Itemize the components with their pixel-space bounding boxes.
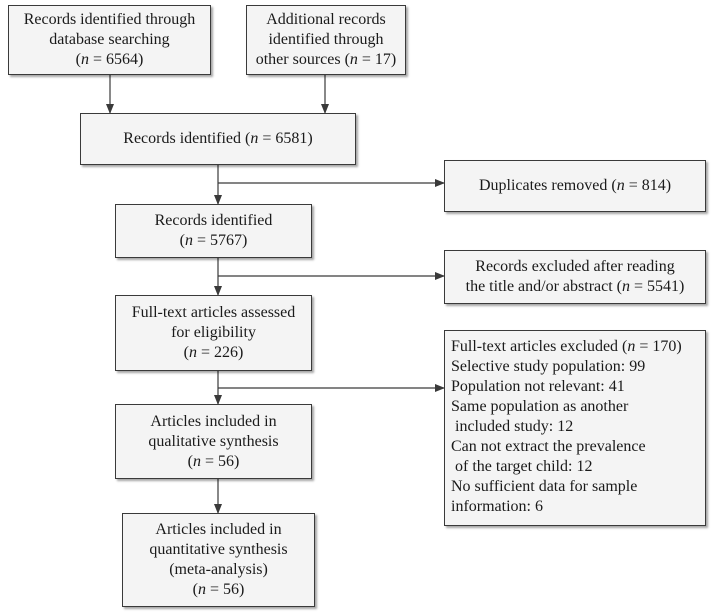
exclusion-reason: Same population as another — [451, 398, 629, 415]
count-variable: n — [250, 130, 259, 147]
exclusion-reason: Population not relevant: 41 — [451, 378, 625, 395]
count-variable: n — [627, 338, 636, 355]
count-value: = 17) — [357, 51, 397, 68]
box-line: for eligibility — [171, 324, 256, 341]
count-value: = 226) — [196, 344, 244, 361]
box-qualitative-synthesis: Articles included in qualitative synthes… — [115, 404, 312, 479]
box-line: other sources ( — [255, 51, 350, 68]
count-variable: n — [197, 581, 206, 598]
count-variable: n — [622, 278, 631, 295]
box-other-sources: Additional records identified through ot… — [246, 5, 406, 75]
count-variable: n — [184, 232, 193, 249]
box-records-identified: Records identified (n = 6581) — [80, 113, 356, 165]
exclusion-reason: No sufficient data for sample — [451, 478, 638, 495]
box-database-searching: Records identified through database sear… — [8, 5, 211, 75]
box-line: Full-text articles excluded ( — [451, 338, 628, 355]
count-variable: n — [192, 452, 201, 470]
box-line: qualitative synthesis — [148, 432, 279, 450]
box-line: Articles included in — [155, 521, 282, 538]
count-variable: n — [80, 51, 89, 68]
box-line: Additional records — [266, 11, 386, 28]
count-value: = 170) — [635, 338, 682, 355]
exclusion-reason: included study: 12 — [451, 418, 574, 435]
count-value: = 56) — [205, 581, 245, 598]
box-line: quantitative synthesis — [149, 541, 288, 558]
box-records-identified-2: Records identified (n = 5767) — [115, 204, 312, 258]
box-line: (meta-analysis) — [169, 561, 268, 578]
count-value: = 5767) — [192, 232, 248, 249]
count-variable: n — [616, 177, 625, 194]
box-fulltext-assessed: Full-text articles assessed for eligibil… — [115, 295, 312, 371]
exclusion-reason: Selective study population: 99 — [451, 358, 646, 375]
count-value: = 814) — [624, 177, 672, 194]
count-value: = 6564) — [88, 51, 144, 68]
box-line: Records identified — [154, 212, 273, 229]
box-line: Records identified through — [23, 11, 196, 28]
count-value: = 6581) — [258, 130, 313, 147]
count-value: = 56) — [200, 452, 240, 470]
box-line: Duplicates removed ( — [478, 177, 617, 194]
exclusion-reason: Can not extract the prevalence — [451, 438, 646, 455]
box-line: Full-text articles assessed — [131, 304, 296, 321]
exclusion-reason: information: 6 — [451, 498, 543, 515]
count-prefix: ( — [75, 51, 81, 68]
count-variable: n — [349, 51, 358, 68]
box-quantitative-synthesis: Articles included in quantitative synthe… — [122, 513, 315, 607]
box-line: database searching — [49, 31, 170, 48]
box-line: Records excluded after reading — [475, 258, 675, 275]
box-fulltext-excluded: Full-text articles excluded (n = 170) Se… — [444, 330, 706, 526]
count-prefix: ( — [183, 344, 189, 361]
box-line: Records identified ( — [123, 130, 251, 147]
count-variable: n — [188, 344, 197, 361]
box-line: Articles included in — [150, 412, 277, 430]
box-line: the title and/or abstract ( — [465, 278, 623, 295]
count-prefix: ( — [179, 232, 185, 249]
exclusion-reason: of the target child: 12 — [451, 458, 593, 475]
box-records-excluded-title: Records excluded after reading the title… — [444, 250, 706, 304]
count-prefix: ( — [187, 452, 193, 470]
box-duplicates-removed: Duplicates removed (n = 814) — [444, 160, 706, 212]
count-value: = 5541) — [630, 278, 685, 295]
box-line: identified through — [268, 31, 384, 48]
count-prefix: ( — [192, 581, 198, 598]
